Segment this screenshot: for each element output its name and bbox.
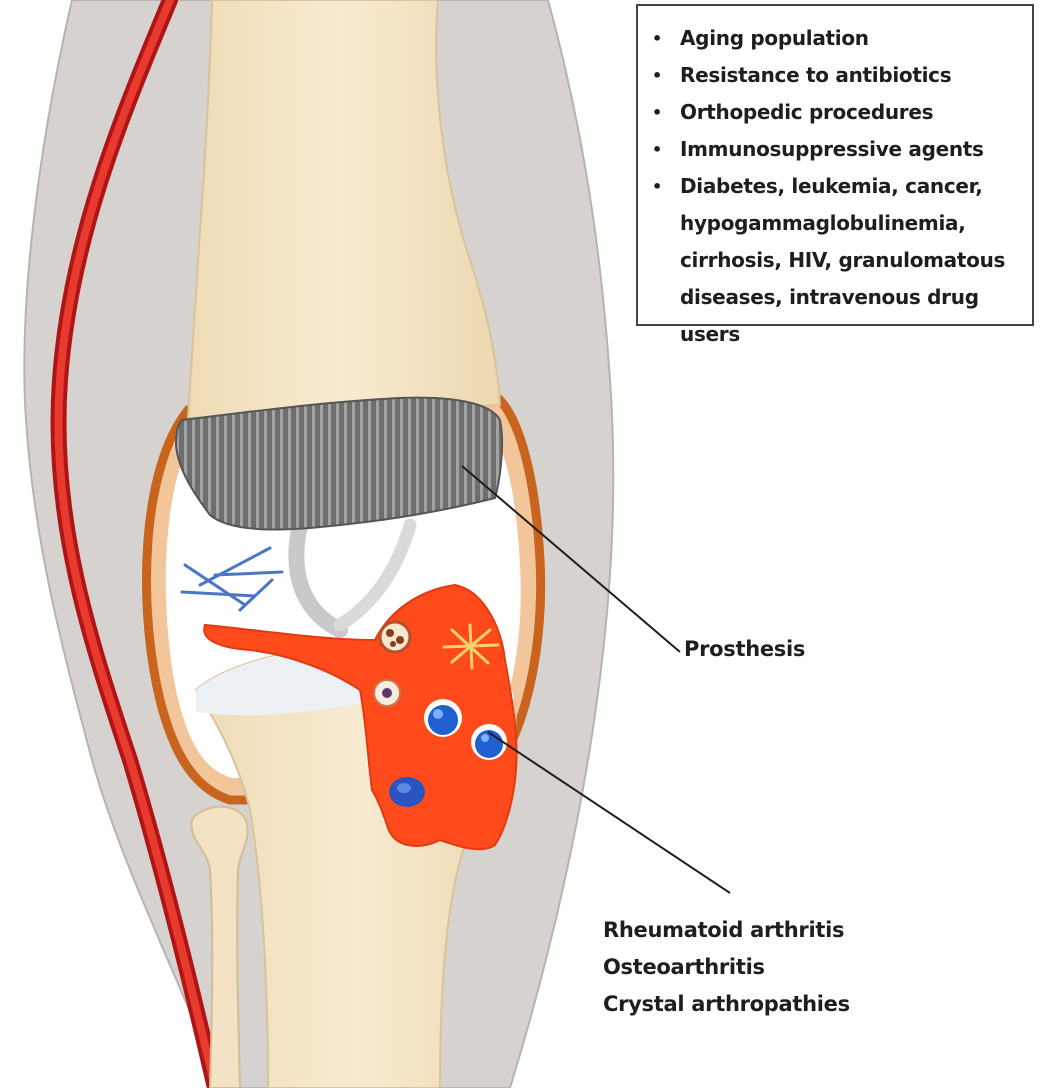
mast-cell (374, 680, 400, 706)
condition-crystal-arthropathies: Crystal arthropathies (603, 986, 850, 1023)
risk-factor-item: •Orthopedic procedures (638, 94, 1026, 131)
risk-factor-item: •Immunosuppressive agents (638, 131, 1026, 168)
risk-factor-item: •Resistance to antibiotics (638, 57, 1026, 94)
conditions-label: Rheumatoid arthritis Osteoarthritis Crys… (603, 912, 850, 1023)
risk-factors-list: •Aging population •Resistance to antibio… (638, 6, 1032, 353)
risk-factor-item: •Diabetes, leukemia, cancer, hypogammagl… (638, 168, 1026, 353)
bullet-icon: • (652, 94, 662, 131)
bullet-icon: • (652, 131, 662, 168)
risk-factor-item: •Aging population (638, 20, 1026, 57)
bacterium-cell (380, 622, 410, 652)
bullet-icon: • (652, 168, 662, 205)
lymphocyte-cell-1 (424, 699, 462, 737)
risk-factors-box: •Aging population •Resistance to antibio… (636, 4, 1034, 326)
condition-rheumatoid-arthritis: Rheumatoid arthritis (603, 912, 850, 949)
bullet-icon: • (652, 57, 662, 94)
macrophage-cell (389, 777, 425, 807)
condition-osteoarthritis: Osteoarthritis (603, 949, 850, 986)
prosthesis-label: Prosthesis (684, 637, 805, 661)
bullet-icon: • (652, 20, 662, 57)
